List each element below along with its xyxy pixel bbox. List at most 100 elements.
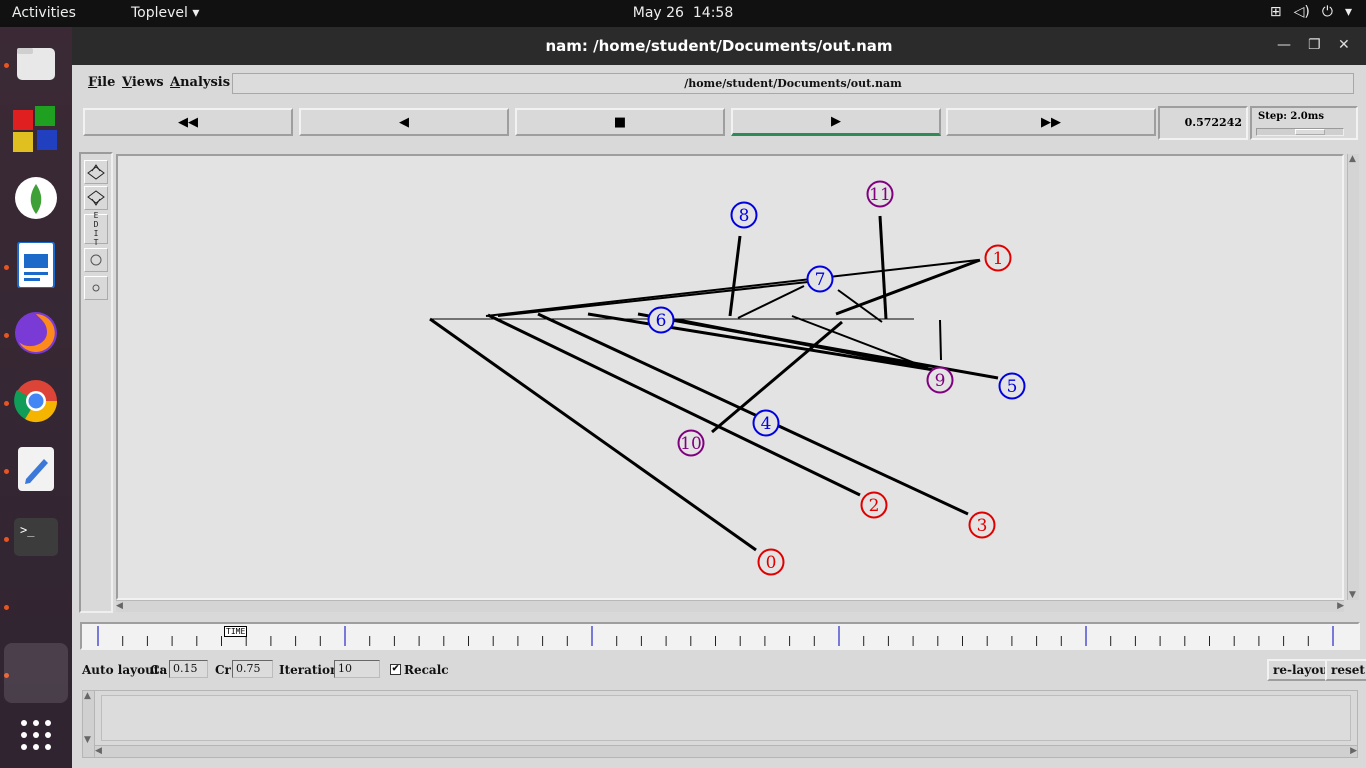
annotation-list[interactable] xyxy=(101,695,1351,741)
minimize-icon[interactable]: — xyxy=(1277,37,1291,53)
link-12[interactable] xyxy=(711,320,843,434)
scroll-down-icon[interactable]: ▼ xyxy=(84,735,91,745)
rewind-button[interactable]: ◀ xyxy=(299,108,509,136)
node-circle[interactable] xyxy=(730,201,758,229)
node-label: 3 xyxy=(977,516,988,536)
menu-views[interactable]: Views xyxy=(122,75,164,90)
link-16[interactable] xyxy=(939,319,942,361)
relayout-button[interactable]: re-layout xyxy=(1267,659,1340,681)
scroll-up-icon[interactable]: ▲ xyxy=(1349,154,1356,164)
chevron-down-icon: ▾ xyxy=(192,5,200,21)
running-indicator xyxy=(4,469,9,474)
node-1[interactable]: 1 xyxy=(984,244,1012,272)
link-7[interactable] xyxy=(737,285,805,319)
scroll-right-icon[interactable]: ▶ xyxy=(1350,746,1357,756)
node-circle[interactable] xyxy=(968,511,996,539)
node-11[interactable]: 11 xyxy=(866,180,894,208)
iterations-input[interactable]: 10 xyxy=(334,660,380,678)
annotation-panel: ▲ ▼ ◀ ▶ xyxy=(82,690,1358,758)
step-slider-handle[interactable] xyxy=(1295,129,1325,135)
node-6[interactable]: 6 xyxy=(647,306,675,334)
scroll-down-icon[interactable]: ▼ xyxy=(1349,590,1356,600)
node-circle[interactable] xyxy=(757,548,785,576)
running-indicator xyxy=(4,63,9,68)
running-indicator xyxy=(4,673,9,678)
node-circle[interactable] xyxy=(647,306,675,334)
window-titlebar[interactable]: nam: /home/student/Documents/out.nam — ❐… xyxy=(72,27,1366,65)
reset-button[interactable]: reset xyxy=(1325,659,1366,681)
node-4[interactable]: 4 xyxy=(752,409,780,437)
link-14[interactable] xyxy=(677,318,929,370)
link-1[interactable] xyxy=(429,317,757,552)
fast-rewind-button[interactable]: ◀◀ xyxy=(83,108,293,136)
node-circle[interactable] xyxy=(860,491,888,519)
canvas-vertical-scrollbar[interactable]: ▲ ▼ xyxy=(1347,154,1359,600)
close-icon[interactable]: ✕ xyxy=(1338,37,1350,53)
node-8[interactable]: 8 xyxy=(730,201,758,229)
node-circle[interactable] xyxy=(752,409,780,437)
node-2[interactable]: 2 xyxy=(860,491,888,519)
activities-button[interactable]: Activities xyxy=(12,5,76,21)
link-8[interactable] xyxy=(728,235,742,317)
text-editor-icon[interactable] xyxy=(12,445,60,493)
zoom-in-icon[interactable] xyxy=(84,160,108,184)
menu-file[interactable]: File xyxy=(88,75,116,90)
node-circle[interactable] xyxy=(806,265,834,293)
menu-analysis[interactable]: Analysis xyxy=(170,75,231,90)
clock[interactable]: May 26 14:58 xyxy=(633,5,733,21)
firefox-icon[interactable] xyxy=(12,309,60,357)
link-9[interactable] xyxy=(878,215,888,320)
link-2[interactable] xyxy=(487,313,861,497)
annotation-horizontal-scrollbar[interactable]: ◀ ▶ xyxy=(95,745,1357,757)
maximize-icon[interactable]: ❐ xyxy=(1308,37,1321,53)
link-4[interactable] xyxy=(587,312,935,372)
show-applications-icon[interactable] xyxy=(12,711,60,759)
ca-input[interactable]: 0.15 xyxy=(169,660,208,678)
scroll-left-icon[interactable]: ◀ xyxy=(95,746,102,756)
system-tray[interactable]: ⊞ ◁) ⏻ ▾ xyxy=(1270,4,1352,20)
chrome-icon[interactable] xyxy=(12,377,60,425)
annotation-vertical-scrollbar[interactable]: ▲ ▼ xyxy=(83,691,95,757)
zoom-out-icon[interactable] xyxy=(84,186,108,210)
files-icon[interactable] xyxy=(12,39,60,87)
time-marker[interactable]: TIME xyxy=(224,626,248,637)
network-animation-canvas[interactable]: 0 1 2 3 4 5 6 7 8 9 10 11 xyxy=(116,154,1344,600)
fast-forward-button[interactable]: ▶▶ xyxy=(946,108,1156,136)
terminal-icon[interactable]: >_ xyxy=(12,513,60,561)
link-15[interactable] xyxy=(791,315,929,369)
mongodb-compass-icon[interactable] xyxy=(12,174,60,222)
topology-svg[interactable]: 0 1 2 3 4 5 6 7 8 9 10 11 xyxy=(118,156,1342,598)
app-menu-toplevel[interactable]: Toplevel ▾ xyxy=(131,5,199,21)
node-0[interactable]: 0 xyxy=(757,548,785,576)
link-6[interactable] xyxy=(497,281,809,317)
time-slider[interactable]: TIME xyxy=(80,622,1360,650)
node-circle[interactable] xyxy=(866,180,894,208)
node-5[interactable]: 5 xyxy=(998,372,1026,400)
stop-button[interactable]: ■ xyxy=(515,108,725,136)
node-tool-large-icon[interactable] xyxy=(84,248,108,272)
node-3[interactable]: 3 xyxy=(968,511,996,539)
node-10[interactable]: 10 xyxy=(677,429,705,457)
nam-window-icon[interactable] xyxy=(4,643,68,703)
node-circle[interactable] xyxy=(984,244,1012,272)
play-button[interactable]: ▶ xyxy=(731,108,941,136)
node-7[interactable]: 7 xyxy=(806,265,834,293)
scroll-up-icon[interactable]: ▲ xyxy=(84,691,91,701)
node-9[interactable]: 9 xyxy=(926,366,954,394)
recalc-checkbox[interactable]: ✔ xyxy=(390,664,401,675)
scroll-left-icon[interactable]: ◀ xyxy=(116,601,123,611)
edit-tool-button[interactable]: E D I T xyxy=(84,211,108,247)
cr-input[interactable]: 0.75 xyxy=(232,660,273,678)
node-circle[interactable] xyxy=(926,366,954,394)
time-ticks xyxy=(97,626,1334,646)
node-circle[interactable] xyxy=(998,372,1026,400)
canvas-horizontal-scrollbar[interactable]: ◀ ▶ xyxy=(116,600,1344,612)
node-tool-small-icon[interactable] xyxy=(84,276,108,300)
colorful-app-icon[interactable] xyxy=(12,105,60,153)
link-3[interactable] xyxy=(537,312,969,516)
link-11[interactable] xyxy=(835,258,981,316)
scroll-right-icon[interactable]: ▶ xyxy=(1337,601,1344,611)
step-slider-trough[interactable] xyxy=(1256,128,1344,136)
node-circle[interactable] xyxy=(677,429,705,457)
libreoffice-impress-icon[interactable] xyxy=(12,241,60,289)
